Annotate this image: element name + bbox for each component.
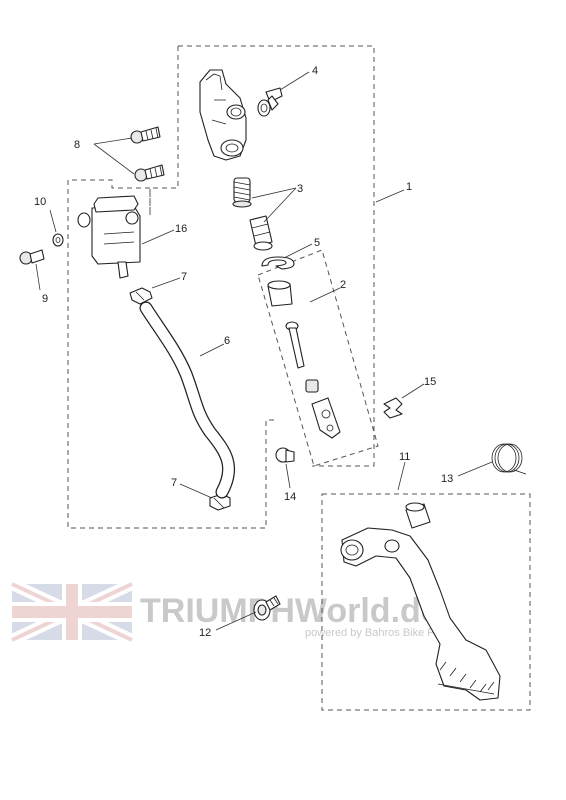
callout-8: 8 [74,139,80,151]
callout-2: 2 [340,279,346,291]
union-jack-flag-icon [9,578,135,646]
callout-14: 14 [284,491,296,503]
washer [52,233,64,247]
brake-pedal [340,502,501,701]
seal-cup [249,215,273,251]
piston-bush [267,280,293,307]
callout-7-lower: 7 [171,477,177,489]
clevis-pin [275,447,295,463]
master-cylinder [199,69,247,161]
callout-3: 3 [297,183,303,195]
callout-7-upper: 7 [181,271,187,283]
callout-1: 1 [406,181,412,193]
callout-9: 9 [42,293,48,305]
piston-kit-group-box [257,249,379,467]
callout-12: 12 [199,627,211,639]
watermark-brand: TRIUMPHWorld.de [140,592,440,630]
reservoir-bolt [19,249,45,265]
reservoir [77,195,141,279]
hose-clip-upper [129,287,153,305]
callout-13: 13 [441,473,453,485]
callout-5: 5 [314,237,320,249]
pedal-bush [405,502,431,529]
piston-kit [267,280,341,439]
clevis [311,397,341,439]
bolt-upper [130,126,161,144]
callout-10: 10 [34,196,46,208]
push-rod [285,321,305,369]
lock-nut [305,379,319,393]
leader-lines [35,71,493,631]
callout-16: 16 [175,223,187,235]
spring [232,177,252,208]
pedal-group-box [321,493,531,711]
callout-4: 4 [312,65,318,77]
callout-15: 15 [424,376,436,388]
watermark: TRIUMPHWorld.de powered by Bahros Bike P… [9,578,453,646]
watermark-tagline: powered by Bahros Bike Parts [305,627,453,639]
pivot-bolt [253,595,281,621]
banjo-elbow [257,87,283,117]
callout-6: 6 [224,335,230,347]
return-spring [491,443,527,475]
reservoir-group-box [67,179,276,529]
circlip [261,256,295,270]
callout-11: 11 [399,451,410,463]
spring-clip [383,397,403,419]
bolt-lower [134,164,165,182]
hose [139,301,236,499]
